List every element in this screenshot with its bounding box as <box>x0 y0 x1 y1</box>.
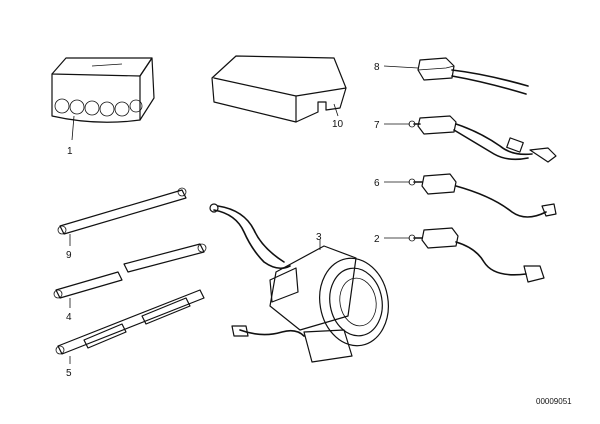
callout-8: 8 <box>374 62 380 73</box>
callout-10: 10 <box>332 119 344 130</box>
part-8-module[interactable] <box>383 57 529 95</box>
part-10-cover[interactable] <box>211 55 347 123</box>
callout-3: 3 <box>316 232 322 243</box>
part-9-ground-strap[interactable] <box>57 187 187 246</box>
part-2-module[interactable] <box>384 227 545 283</box>
callout-1: 1 <box>67 146 73 157</box>
callout-7: 7 <box>374 120 380 131</box>
diagram-code: 00009051 <box>536 397 572 406</box>
part-5-cable[interactable] <box>55 289 205 364</box>
part-3-horn[interactable] <box>209 203 395 363</box>
callout-4: 4 <box>66 312 72 323</box>
callout-5: 5 <box>66 368 72 379</box>
callout-2: 2 <box>374 234 380 245</box>
callout-9: 9 <box>66 250 72 261</box>
part-7-module[interactable] <box>384 115 557 163</box>
part-6-module[interactable] <box>384 173 557 218</box>
part-1-relay-block[interactable] <box>51 57 155 141</box>
part-4-strap[interactable] <box>53 243 207 308</box>
socket-row <box>54 98 143 117</box>
callout-6: 6 <box>374 178 380 189</box>
